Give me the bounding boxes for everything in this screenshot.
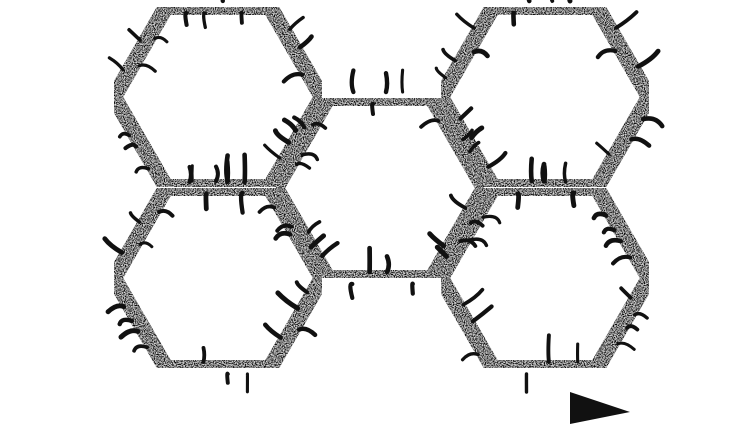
- fiber-hair: [222, 0, 223, 1]
- fiber-hair: [120, 320, 132, 324]
- fiber-hair: [300, 37, 311, 48]
- fiber-hair: [638, 51, 658, 66]
- fiber-hair: [412, 284, 413, 294]
- fiber-hair: [159, 211, 172, 216]
- fiber-hair: [451, 196, 466, 209]
- fiber-hair: [284, 120, 295, 131]
- fiber-hair: [402, 70, 403, 92]
- fiber-hair: [386, 73, 387, 92]
- fiber-hair: [545, 166, 546, 182]
- fiber-hair: [463, 354, 479, 360]
- fiber-hair: [457, 14, 474, 28]
- fiber-hair: [421, 120, 438, 127]
- fiber-hair: [109, 58, 123, 70]
- fiber-hair: [120, 134, 129, 137]
- fiber-hair: [518, 194, 519, 208]
- fiber-hair: [121, 331, 138, 338]
- fiber-hair: [631, 139, 649, 146]
- fiber-hair: [227, 374, 228, 383]
- fiber-hair: [473, 307, 492, 322]
- fiber-hair: [141, 243, 152, 247]
- fiber-hair: [604, 229, 615, 233]
- fiber-hair: [302, 154, 317, 160]
- arrow-head: [570, 392, 630, 424]
- fiber-hair: [352, 71, 354, 93]
- fiber-hair: [372, 104, 373, 114]
- fiber-hair: [108, 306, 124, 312]
- fiber-hair: [616, 12, 637, 28]
- fiber-hair: [131, 213, 140, 222]
- fiber-hair: [322, 243, 337, 256]
- fiber-hair: [621, 288, 631, 297]
- flow-direction-arrow: [90, 392, 630, 424]
- fiber-hair: [275, 131, 288, 143]
- fiber-hair: [460, 108, 471, 118]
- fiber-hair: [488, 153, 505, 167]
- fiber-hair: [241, 193, 243, 213]
- fiber-hair: [463, 290, 482, 305]
- fiber-hair: [569, 0, 570, 1]
- fiber-hair: [227, 162, 228, 182]
- hex-cell-lower-right: [441, 188, 649, 368]
- fiber-hair: [105, 239, 122, 253]
- fiber-hair: [204, 348, 205, 362]
- fiber-hair: [597, 143, 609, 154]
- fiber-hair: [139, 65, 155, 71]
- fiber-hair: [216, 167, 218, 181]
- fiber-hair: [136, 168, 148, 172]
- fiber-hair: [290, 18, 303, 30]
- fiber-hair: [594, 214, 606, 218]
- fiber-hair: [185, 13, 186, 25]
- fiber-hair: [443, 50, 455, 61]
- fiber-hair: [573, 193, 574, 206]
- fiber-hair: [265, 145, 280, 158]
- fiber-hair: [598, 50, 616, 57]
- fiber-hair: [299, 329, 315, 335]
- fiber-hair: [350, 284, 352, 298]
- fiber-hair: [635, 314, 647, 318]
- fiber-hair: [204, 13, 206, 27]
- fiber-hair: [265, 325, 280, 338]
- fiber-hair: [276, 233, 290, 238]
- fiber-hair: [618, 343, 634, 349]
- fiber-hair: [297, 163, 310, 168]
- fiber-hair: [436, 68, 445, 77]
- fiber-hair: [474, 51, 488, 56]
- fiber-hair: [643, 118, 662, 126]
- fiber-hair: [613, 257, 630, 264]
- fiber-hair: [284, 74, 303, 81]
- fiber-hair: [297, 282, 307, 292]
- fiber-hair: [483, 216, 500, 222]
- fiber-hair: [190, 167, 191, 182]
- fiber-hair: [430, 234, 444, 246]
- fiber-hair: [606, 240, 621, 246]
- fiber-hair: [528, 0, 529, 1]
- fiber-hair: [278, 293, 298, 308]
- fiber-hair: [551, 0, 553, 1]
- hex-cell-upper-right: [441, 7, 649, 187]
- fiber-hair: [155, 37, 167, 41]
- fiber-hair: [260, 207, 275, 212]
- fiber-hair: [548, 335, 549, 362]
- fiber-hair: [134, 346, 147, 351]
- fiber-hair: [309, 222, 320, 232]
- fiber-hair: [387, 256, 389, 272]
- fiber-hair: [129, 30, 140, 40]
- fiber-hair: [126, 145, 136, 148]
- fiber-hair: [564, 163, 565, 182]
- fiber-hair: [531, 159, 532, 181]
